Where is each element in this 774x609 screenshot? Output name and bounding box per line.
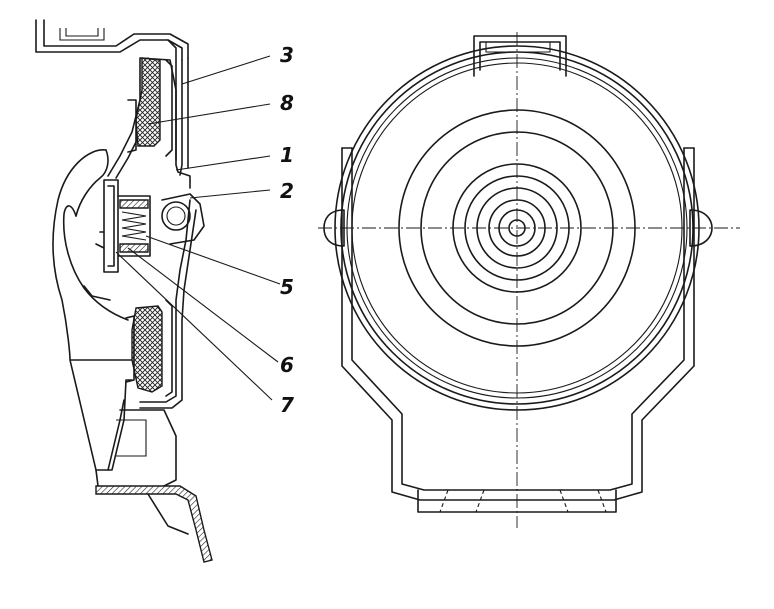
base-bracket (95, 485, 213, 563)
right-pivot-bolt (689, 209, 713, 247)
outer-housing (179, 57, 189, 176)
callout-6: 6 (280, 353, 294, 377)
front-view (318, 32, 740, 528)
top-mounting-bracket (35, 19, 183, 61)
lens-bottom-section (131, 305, 163, 393)
contact-spring (121, 211, 147, 241)
callout-1: 1 (280, 143, 294, 167)
callout-7: 7 (280, 393, 294, 417)
lens-top-section (135, 57, 161, 147)
protective-hood (52, 149, 133, 487)
bulb-socket (103, 179, 119, 273)
callout-5: 5 (280, 275, 294, 299)
callout-8: 8 (280, 91, 294, 115)
callout-leaders (115, 55, 281, 401)
reflector-profile (107, 57, 191, 189)
callout-2: 2 (280, 179, 294, 203)
callout-3: 3 (280, 43, 294, 67)
callout-labels: 3 8 1 2 5 6 7 (280, 43, 294, 417)
mounting-eye (161, 201, 191, 231)
section-view (35, 19, 213, 563)
